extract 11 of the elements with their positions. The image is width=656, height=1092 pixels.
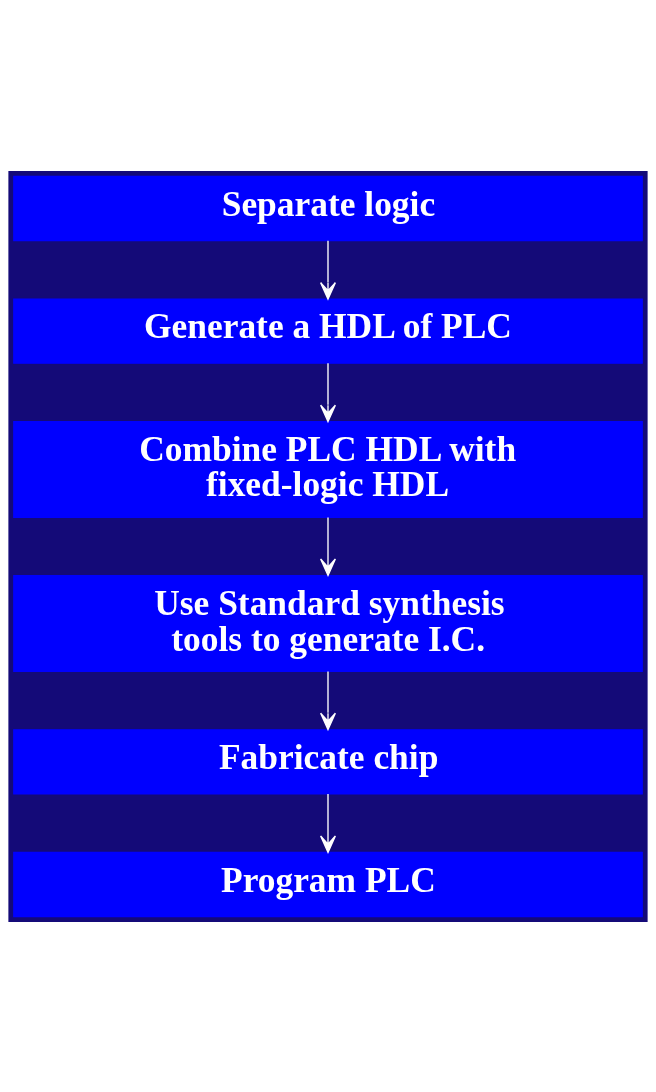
node-box: Program PLC bbox=[13, 851, 643, 917]
arrow bbox=[319, 670, 337, 730]
arrow bbox=[319, 362, 337, 422]
node-box: Use Standard synthesis tools to generate I.C. bbox=[13, 574, 643, 672]
arrow bbox=[319, 792, 337, 853]
node-box: Fabricate chip bbox=[13, 728, 643, 795]
arrow bbox=[319, 516, 337, 576]
node-box: Separate logic bbox=[13, 175, 643, 241]
node-box: Combine PLC HDL with fixed-logic HDL bbox=[13, 420, 643, 518]
node-box: Generate a HDL of PLC bbox=[13, 297, 643, 364]
arrow bbox=[319, 239, 337, 300]
